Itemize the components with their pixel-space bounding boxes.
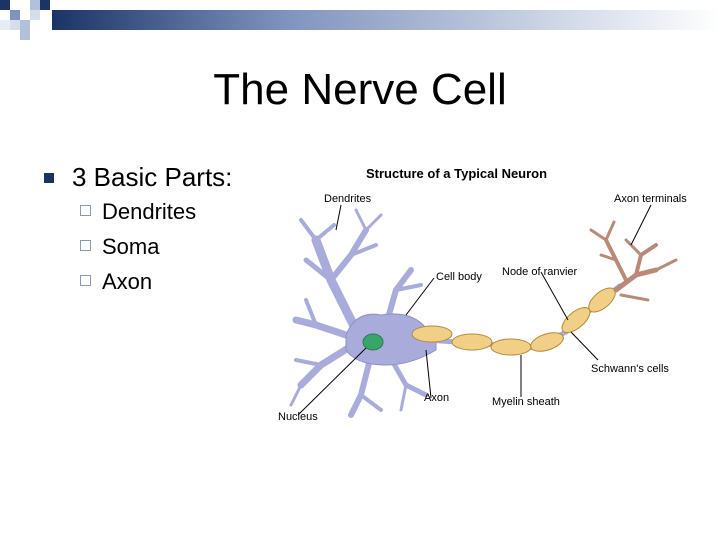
sub-bullet-soma: Soma [40, 229, 300, 264]
bullet-item-basic-parts: 3 Basic Parts: [40, 160, 300, 194]
bullet-list: 3 Basic Parts: Dendrites Soma Axon [40, 160, 300, 299]
label-axon: Axon [424, 392, 449, 404]
nucleus-shape [362, 333, 384, 351]
label-axon-terminals: Axon terminals [614, 193, 687, 205]
slide-title: The Nerve Cell [0, 62, 720, 118]
slide-title-text: The Nerve Cell [213, 65, 507, 114]
label-myelin-sheath: Myelin sheath [492, 396, 560, 408]
label-schwanns-cells: Schwann's cells [591, 363, 669, 375]
sub-bullet-axon: Axon [40, 264, 300, 299]
hollow-square-bullet-icon [80, 240, 91, 251]
sub-bullet-dendrites: Dendrites [40, 194, 300, 229]
sub-bullet-text: Axon [102, 269, 153, 294]
hollow-square-bullet-icon [80, 275, 91, 286]
square-bullet-icon [44, 173, 54, 183]
myelin-sheath-segments [411, 287, 616, 356]
label-dendrites: Dendrites [324, 193, 372, 205]
label-node-of-ranvier: Node of ranvier [502, 266, 578, 278]
decorative-header-band [0, 0, 720, 40]
label-cell-body: Cell body [436, 271, 482, 283]
bullet-text: 3 Basic Parts: [72, 162, 233, 192]
dendrites-branches [289, 208, 429, 418]
sub-bullet-text: Soma [102, 234, 160, 259]
neuron-diagram: Structure of a Typical Neuron [276, 160, 706, 430]
label-nucleus: Nucleus [278, 411, 318, 423]
sub-bullet-text: Dendrites [102, 199, 197, 224]
label-leader-lines [297, 204, 652, 416]
diagram-heading: Structure of a Typical Neuron [366, 166, 547, 181]
axon-terminal-branches [589, 220, 678, 302]
hollow-square-bullet-icon [80, 205, 91, 216]
